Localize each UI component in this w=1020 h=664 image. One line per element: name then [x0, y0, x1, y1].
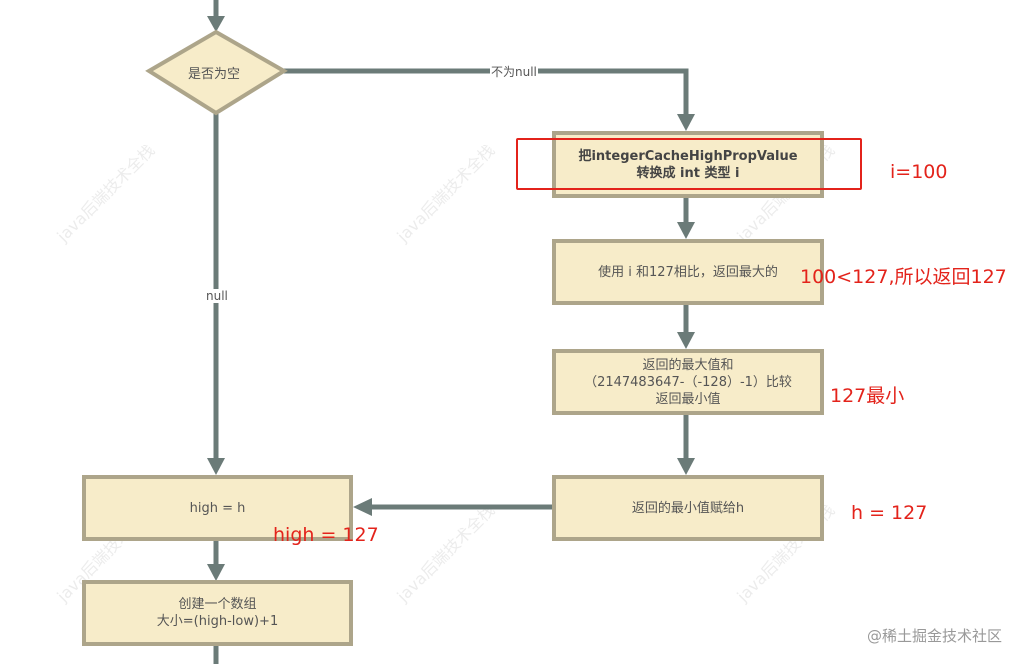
- step-create-array-line2: 大小=(high-low)+1: [156, 614, 279, 629]
- step-convert-line2: 转换成 int 类型 i: [636, 165, 740, 181]
- arrowhead: [207, 16, 225, 32]
- highlight-rectangle: [516, 138, 862, 190]
- edge-label-null: null: [205, 289, 229, 303]
- arrowhead: [677, 222, 695, 239]
- step-convert-line1: 把integerCacheHighPropValue: [578, 148, 798, 164]
- step-compare-max-box: 使用 i 和127相比，返回最大的: [552, 239, 824, 305]
- decision-diamond: [145, 29, 288, 116]
- step-assign-h-box: 返回的最小值赋给h: [552, 475, 824, 541]
- annotation-min-result: 127最小: [830, 385, 905, 407]
- arrowhead: [207, 458, 225, 475]
- step-compare-min-line3: 返回最小值: [655, 391, 721, 407]
- step-assign-h-line1: 返回的最小值赋给h: [631, 500, 745, 516]
- arrowhead: [677, 114, 695, 131]
- step-compare-max-line1: 使用 i 和127相比，返回最大的: [598, 264, 778, 280]
- step-high-eq-h-box: high = h: [82, 475, 353, 541]
- annotation-high-value: high = 127: [273, 524, 379, 546]
- connector-not-null: [284, 68, 689, 118]
- arrowhead: [353, 498, 372, 516]
- arrowhead: [677, 332, 695, 349]
- arrowhead: [677, 458, 695, 475]
- step-create-array-box: 创建一个数组 大小=(high-low)+1: [82, 580, 353, 646]
- annotation-compare-result: 100<127,所以返回127: [800, 266, 1007, 288]
- step-compare-min-line2: （2147483647-（-128）-1）比较: [584, 374, 792, 390]
- step-create-array-line1: 创建一个数组: [178, 597, 257, 612]
- arrowhead: [207, 564, 225, 581]
- step-high-eq-h-line1: high = h: [189, 500, 246, 516]
- annotation-i-value: i=100: [890, 161, 948, 183]
- step-compare-min-line1: 返回的最大值和: [642, 357, 734, 373]
- step-convert-box: 把integerCacheHighPropValue 转换成 int 类型 i: [552, 131, 824, 198]
- edge-label-not-null: 不为null: [490, 63, 538, 80]
- step-compare-min-box: 返回的最大值和 （2147483647-（-128）-1）比较 返回最小值: [552, 349, 824, 415]
- annotation-h-value: h = 127: [851, 502, 928, 524]
- decision-label: 是否为空: [188, 67, 241, 82]
- footer-credit: @稀土掘金技术社区: [866, 627, 1002, 645]
